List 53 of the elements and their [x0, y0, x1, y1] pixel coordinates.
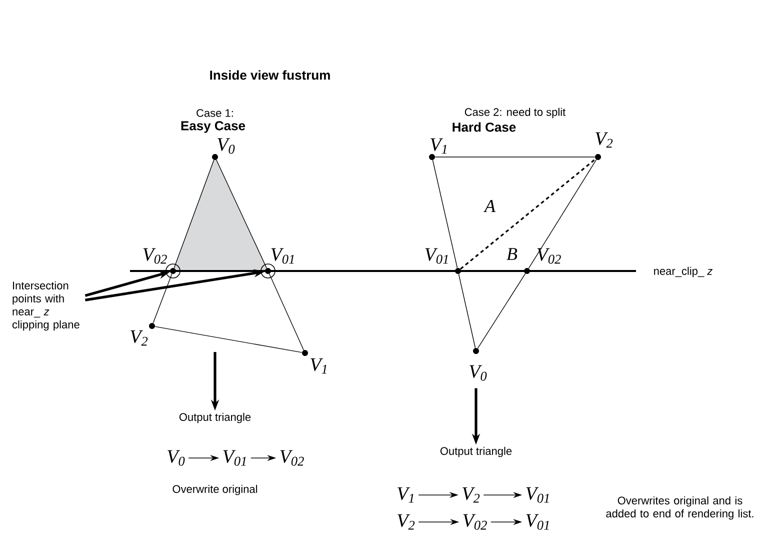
vertex-symbol: V$_{2}$: [398, 514, 415, 530]
intersection-point: V$_{01}$: [260, 248, 294, 278]
vertex-point: V$_{1}$: [429, 138, 446, 160]
triangle-edge: [477, 273, 526, 349]
triangle-edge: [152, 274, 172, 324]
node-label: V$_{0}$: [470, 365, 487, 381]
node-label: V$_{1}$: [310, 358, 326, 374]
case-title: Easy Case: [181, 121, 246, 133]
vertex-point: V$_{0}$: [470, 348, 487, 381]
case-heading: Case 2: need to split: [464, 108, 566, 118]
vertex-point: V$_{0}$: [212, 138, 235, 160]
node-label: V$_{0}$: [218, 138, 235, 154]
region-label: A: [484, 200, 496, 212]
node-label: V$_{01}$: [425, 248, 448, 264]
callout-text: Intersection points with near_ z clipping plane: [12, 281, 80, 331]
node-label: V$_{01}$: [271, 248, 294, 264]
triangle-edge: [432, 160, 458, 268]
vertex-point: V$_{02}$: [524, 248, 561, 274]
vertex-symbol: V$_{01}$: [526, 487, 549, 503]
triangle-edge: [458, 274, 476, 348]
triangle-edge: [174, 160, 214, 268]
output-label: Output triangle: [440, 446, 512, 458]
plane-label: near_clip_ z: [654, 266, 712, 278]
vertex-symbol: V$_{2}$: [462, 487, 480, 503]
node-label: V$_{02}$: [537, 248, 561, 264]
intersection-point: V$_{02}$: [143, 248, 180, 278]
node-label: V$_{2}$: [130, 330, 148, 346]
case-title: Hard Case: [452, 122, 516, 132]
split-line: [460, 158, 596, 270]
triangle-edge: [154, 326, 302, 353]
triangle-edge: [216, 160, 267, 268]
note-text: Overwrite original: [172, 484, 258, 496]
vertex-symbol: V$_{02}$: [280, 450, 304, 466]
vertex-symbol: V$_{01}$: [526, 514, 549, 530]
triangle-edge: [434, 156, 596, 158]
region-label: B: [506, 248, 518, 260]
vertex-point: V$_{1}$: [302, 350, 326, 374]
vertex-symbol: V$_{01}$: [223, 450, 246, 466]
triangle-edge: [528, 159, 597, 269]
node-label: V$_{1}$: [430, 138, 446, 154]
vertex-symbol: V$_{1}$: [398, 487, 414, 503]
node-label: V$_{02}$: [143, 248, 167, 264]
vertex-symbol: V$_{0}$: [168, 450, 185, 466]
output-label: Output triangle: [179, 412, 251, 424]
vertex-symbol: V$_{02}$: [463, 514, 487, 530]
vertex-point: V$_{2}$: [130, 323, 155, 346]
vertex-point: V$_{2}$: [595, 132, 613, 160]
title: Inside view fustrum: [210, 70, 330, 80]
node-label: V$_{2}$: [596, 132, 613, 148]
triangle-edge: [268, 274, 304, 350]
note-text: Overwrites original and is added to end of rendering list.: [606, 496, 754, 520]
case-heading: Case 1:: [196, 109, 233, 117]
vertex-point: V$_{01}$: [425, 248, 461, 274]
